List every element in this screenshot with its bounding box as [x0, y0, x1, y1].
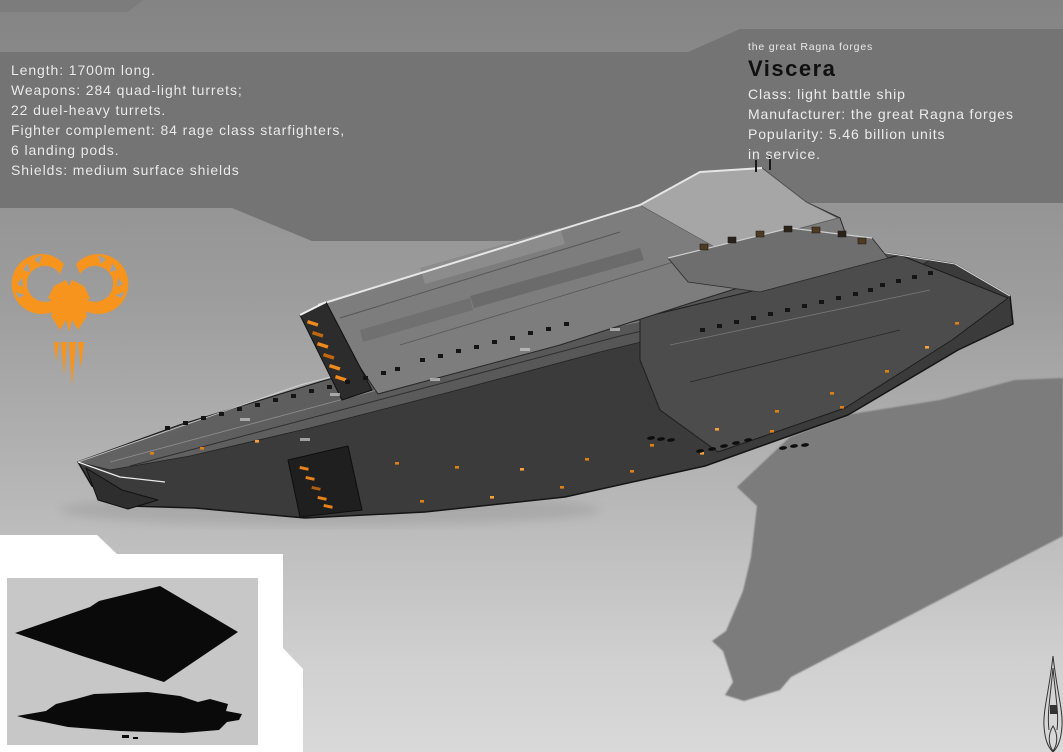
manufacturer-kicker: the great Ragna forges	[748, 41, 874, 53]
bow-keel	[85, 467, 159, 510]
ship-illustration	[77, 156, 1014, 519]
slab-panel-1	[420, 228, 565, 284]
side-view-silhouette	[17, 692, 242, 733]
stern-edge-highlight	[879, 251, 1011, 297]
deck-turret-row-a	[165, 367, 400, 430]
silhouette-speck-2	[133, 737, 138, 739]
spec-line-fighters: Fighter complement: 84 rage class starfi…	[11, 122, 346, 138]
detail-line-in-service: in service.	[748, 146, 821, 162]
top-band	[0, 29, 1063, 241]
deck-turret-row-b	[420, 322, 569, 362]
ship-name-title: Viscera	[748, 56, 837, 81]
ship-specs-block: Length: 1700m long. Weapons: 284 quad-li…	[11, 60, 345, 180]
spec-line-shields: Shields: medium surface shields	[11, 162, 240, 178]
ship-title-block: the great Ragna forges Viscera Class: li…	[748, 40, 1014, 164]
hull-lights	[150, 322, 959, 503]
slab-front-highlight	[299, 301, 327, 316]
detail-line-popularity: Popularity: 5.46 billion units	[748, 126, 946, 142]
stern-tier-line1	[669, 289, 931, 346]
top-view-silhouette	[15, 586, 238, 682]
spec-line-heavy-turrets: 22 duel-heavy turrets.	[11, 102, 167, 118]
slab-ridge-highlight	[317, 167, 763, 306]
spec-line-landing-pods: 6 landing pods.	[11, 142, 120, 158]
silhouette-speck-1	[122, 735, 129, 738]
dagger-emblem-icon	[1043, 655, 1063, 752]
slab-seam-1	[339, 231, 621, 319]
top-left-corner-accent	[0, 0, 143, 12]
slab-panel-3	[360, 298, 473, 342]
horn-notches	[15, 255, 125, 298]
rear-turret-cluster	[699, 225, 867, 251]
spec-line-weapons: Weapons: 284 quad-light turrets;	[11, 82, 243, 98]
spec-line-length: Length: 1700m long.	[11, 62, 156, 78]
stern-tier-line2	[689, 329, 901, 383]
slab-panel-2	[470, 248, 644, 308]
deck-turret-row-d	[880, 271, 933, 287]
ram-sigil-icon	[11, 253, 129, 386]
bow-highlight	[77, 461, 166, 483]
deck-glints	[240, 328, 620, 441]
keel-hangar-lights	[299, 466, 333, 509]
fighter-squadron-silhouettes	[647, 436, 809, 453]
detail-line-manufacturer: Manufacturer: the great Ragna forges	[748, 106, 1014, 122]
ship-shadow	[712, 378, 1063, 701]
deck-turret-row-c	[700, 288, 873, 332]
detail-line-class: Class: light battle ship	[748, 86, 906, 102]
slab-seam-2	[399, 253, 701, 346]
keel-hangar-block	[287, 445, 363, 518]
front-hangar-lights	[306, 320, 347, 382]
